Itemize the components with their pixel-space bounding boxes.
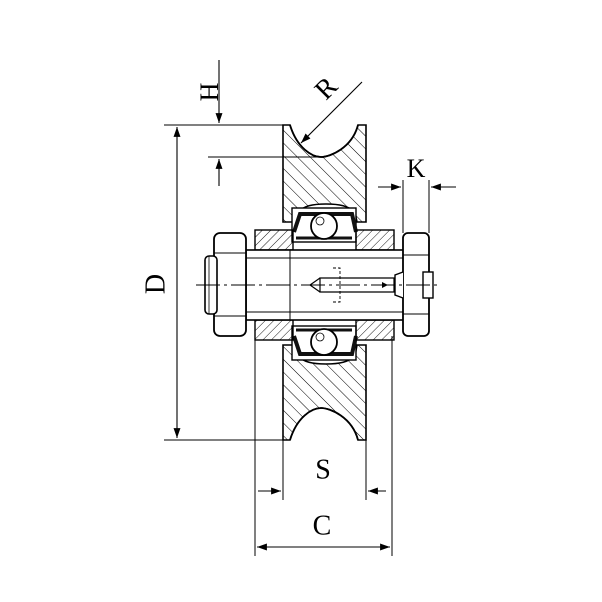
dimension-h bbox=[208, 60, 320, 186]
dimension-d bbox=[164, 124, 283, 441]
wheel-body bbox=[282, 124, 367, 441]
label-r: R bbox=[309, 71, 344, 106]
label-c: C bbox=[313, 510, 332, 541]
bearing-upper bbox=[291, 207, 358, 243]
label-s: S bbox=[315, 454, 331, 485]
label-k: K bbox=[407, 154, 426, 183]
bolt-head bbox=[204, 232, 247, 337]
dimension-s bbox=[258, 440, 386, 500]
label-d: D bbox=[140, 274, 171, 294]
label-h: H bbox=[195, 82, 224, 101]
dimension-r bbox=[300, 81, 363, 144]
dimension-c bbox=[254, 336, 393, 556]
axle-bolt bbox=[204, 232, 434, 337]
dimension-k bbox=[378, 180, 456, 233]
bearing-lower bbox=[291, 325, 358, 361]
